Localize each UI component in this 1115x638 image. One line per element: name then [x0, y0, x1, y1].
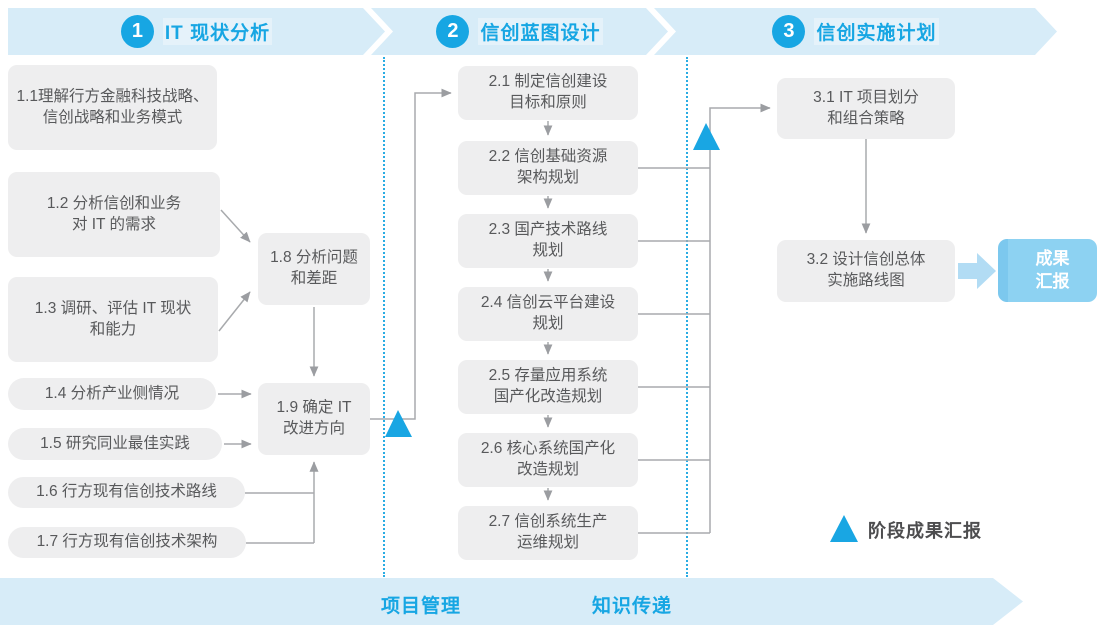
task-2-6: 2.6 核心系统国产化 改造规划	[458, 433, 638, 487]
footer-project-management: 项目管理	[380, 596, 461, 617]
result-block-arrow-icon	[958, 253, 996, 289]
task-1-4: 1.4 分析产业侧情况	[8, 378, 216, 410]
phase-2-title: 信创蓝图设计	[478, 18, 602, 45]
phase-separator-1	[383, 57, 385, 577]
task-2-2: 2.2 信创基础资源 架构规划	[458, 141, 638, 195]
footer-knowledge-transfer: 知识传递	[591, 596, 672, 617]
phase1-report-triangle-icon	[385, 410, 412, 437]
task-2-5: 2.5 存量应用系统 国产化改造规划	[458, 360, 638, 414]
task-2-7: 2.7 信创系统生产 运维规划	[458, 506, 638, 560]
phase-banner-1: 1 IT 现状分析	[8, 8, 385, 55]
phase-2-number-badge: 2	[436, 15, 469, 48]
legend-triangle-icon	[830, 515, 858, 542]
footer-banner	[0, 578, 1023, 625]
legend-label: 阶段成果汇报	[868, 521, 982, 541]
phase-3-title: 信创实施计划	[814, 18, 938, 45]
task-2-3: 2.3 国产技术路线 规划	[458, 214, 638, 268]
task-1-5: 1.5 研究同业最佳实践	[8, 428, 222, 460]
phase2-report-triangle-icon	[693, 123, 720, 150]
phase-1-title: IT 现状分析	[163, 18, 272, 45]
task-1-6: 1.6 行方现有信创技术路线	[8, 477, 245, 508]
task-2-4: 2.4 信创云平台建设 规划	[458, 287, 638, 341]
phase-separator-2	[686, 57, 688, 577]
phase-3-number-badge: 3	[772, 15, 805, 48]
task-2-1: 2.1 制定信创建设 目标和原则	[458, 66, 638, 120]
task-1-2: 1.2 分析信创和业务 对 IT 的需求	[8, 172, 220, 257]
task-1-7: 1.7 行方现有信创技术架构	[8, 527, 246, 558]
phase-banner-2: 2 信创蓝图设计	[371, 8, 668, 55]
result-report-box: 成果 汇报	[998, 239, 1097, 302]
task-1-1: 1.1理解行方金融科技战略、 信创战略和业务模式	[8, 65, 217, 150]
phase-1-number-badge: 1	[121, 15, 154, 48]
task-1-3: 1.3 调研、评估 IT 现状 和能力	[8, 277, 218, 362]
task-1-9: 1.9 确定 IT 改进方向	[258, 383, 370, 455]
phase-banner-3: 3 信创实施计划	[654, 8, 1057, 55]
task-3-2: 3.2 设计信创总体 实施路线图	[777, 240, 955, 302]
task-1-8: 1.8 分析问题 和差距	[258, 233, 370, 305]
task-3-1: 3.1 IT 项目划分 和组合策略	[777, 78, 955, 139]
